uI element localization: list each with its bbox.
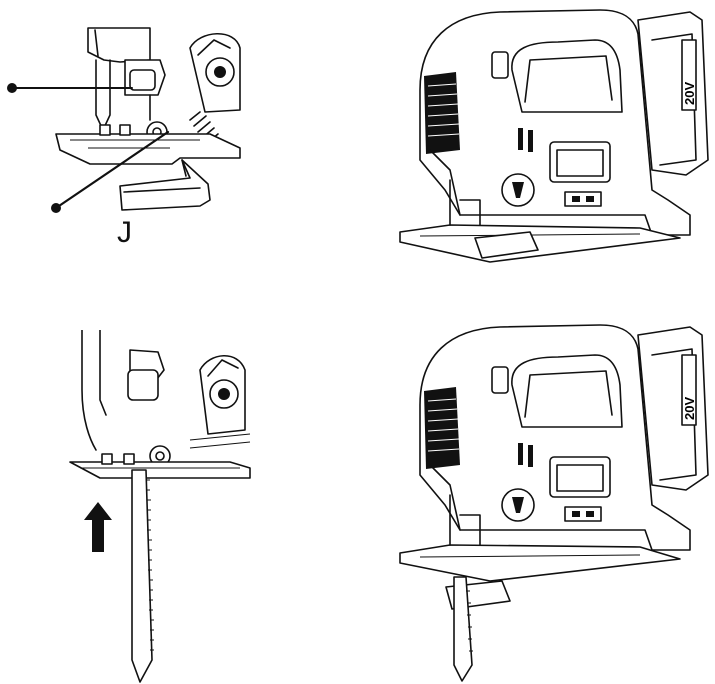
jigsaw-drawing-bottom: 20V — [399, 324, 709, 682]
up-arrow-icon — [84, 502, 112, 552]
lever-detail-drawing — [7, 27, 241, 213]
blade-insertion-drawing — [69, 330, 251, 683]
jigsaw-lever-panel: 20V — [390, 0, 715, 270]
battery-voltage-top: 20V — [682, 82, 697, 105]
detail-lever-panel: J — [0, 0, 260, 270]
battery-voltage-bottom: 20V — [682, 397, 697, 420]
lever-label-j: J — [117, 216, 132, 249]
callout-dot-1 — [7, 83, 17, 93]
blade-insertion-panel — [60, 330, 260, 684]
callout-dot-2 — [51, 203, 61, 213]
jigsaw-drawing-top: 20V — [399, 9, 709, 263]
jigsaw-blade-panel: 20V — [390, 315, 715, 684]
